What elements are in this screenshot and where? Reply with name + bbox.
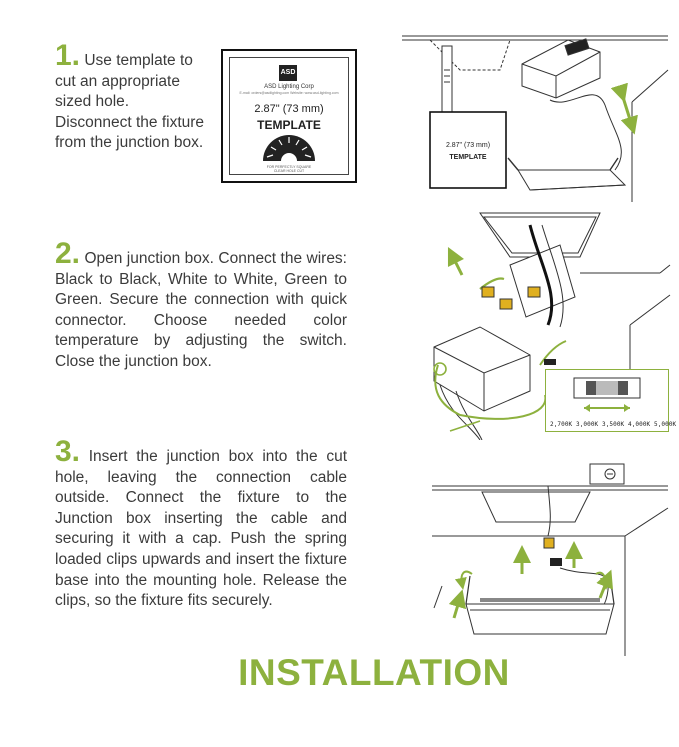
- step-2-text: Open junction box. Connect the wires: Bl…: [55, 250, 347, 370]
- color-temp-option: 5,000K: [654, 421, 677, 428]
- brand-logo: ASD: [279, 65, 297, 81]
- template-card: ASD ASD Lighting Corp E-mail: orders@asd…: [221, 49, 357, 183]
- template-size: 2.87" (73 mm): [254, 103, 324, 115]
- color-temp-option: 2,700K: [550, 421, 573, 428]
- slide-switch-icon: [573, 377, 641, 412]
- step-1-number: 1.: [55, 39, 81, 72]
- saw-blade-icon: [263, 135, 315, 161]
- template-footer-2: CLEAR HOLE CUT: [273, 169, 305, 173]
- color-temp-labels: 2,700K 3,000K 3,500K 4,000K 5,000K: [550, 421, 676, 428]
- template-label: TEMPLATE: [257, 118, 321, 132]
- step-1: 1. Use template to cut an appropriate si…: [55, 41, 210, 154]
- template-small-label: TEMPLATE: [449, 154, 487, 161]
- step-1-illustration: [402, 35, 669, 202]
- step-3-illustration: [432, 463, 669, 656]
- installation-heading: INSTALLATION: [238, 652, 510, 693]
- color-temp-option: 3,500K: [602, 421, 625, 428]
- template-footer-1: FOR PERFECTLY SQUARE: [266, 165, 312, 169]
- template-card-small: 2.87" (73 mm) TEMPLATE: [434, 116, 502, 182]
- step-2-number: 2.: [55, 237, 81, 270]
- template-footer: FOR PERFECTLY SQUARE CLEAR HOLE CUT: [223, 165, 355, 173]
- step-2: 2. Open junction box. Connect the wires:…: [55, 239, 347, 373]
- template-card-border: [229, 57, 349, 175]
- step-3-text: Insert the junction box into the cut hol…: [55, 448, 347, 610]
- color-temp-option: 4,000K: [628, 421, 651, 428]
- color-temp-switch-callout: 2,700K 3,000K 3,500K 4,000K 5,000K: [545, 369, 676, 432]
- color-temp-option: 3,000K: [576, 421, 599, 428]
- step-3-number: 3.: [55, 435, 81, 468]
- step-3: 3. Insert the junction box into the cut …: [55, 437, 347, 612]
- step-2-illustration: [433, 212, 671, 440]
- template-small-size: 2.87" (73 mm): [445, 142, 491, 149]
- template-meta: E-mail: orders@asdlighting.com Website: …: [239, 91, 339, 95]
- template-brand: ASD Lighting Corp: [264, 84, 314, 90]
- step-1-text: Use template to cut an appropriate sized…: [55, 52, 205, 152]
